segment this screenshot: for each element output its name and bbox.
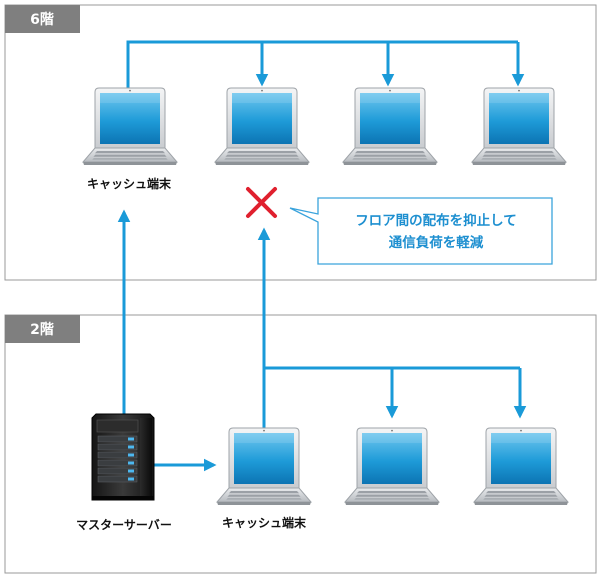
laptop-icon — [344, 427, 440, 506]
server-tower-icon — [91, 413, 155, 501]
floor6-distribution-lines — [126, 40, 525, 88]
master-server-label: マスターサーバー — [76, 518, 172, 532]
callout-box: フロア間の配布を抑止して 通信負荷を軽減 — [289, 197, 553, 265]
floor2-cash-terminal-label: キャッシュ端末 — [222, 515, 307, 530]
laptop-icon — [82, 87, 178, 166]
floor6-cash-terminal-label: キャッシュ端末 — [87, 176, 172, 191]
cross-mark-icon — [246, 187, 277, 218]
laptop-icon — [214, 87, 310, 166]
callout-line-1: フロア間の配布を抑止して — [355, 212, 517, 229]
callout-line-2: 通信負荷を軽減 — [389, 234, 484, 251]
laptop-icon — [216, 427, 312, 506]
laptop-icon — [473, 427, 569, 506]
floor-label-2: 2階 — [30, 321, 54, 338]
floor2-distribution-lines — [117, 209, 527, 472]
laptop-icon — [471, 87, 567, 166]
floor-tab-2 — [5, 315, 80, 343]
floor-label-6: 6階 — [30, 11, 54, 28]
laptop-icon — [342, 87, 438, 166]
floor-tab-6 — [5, 5, 80, 33]
